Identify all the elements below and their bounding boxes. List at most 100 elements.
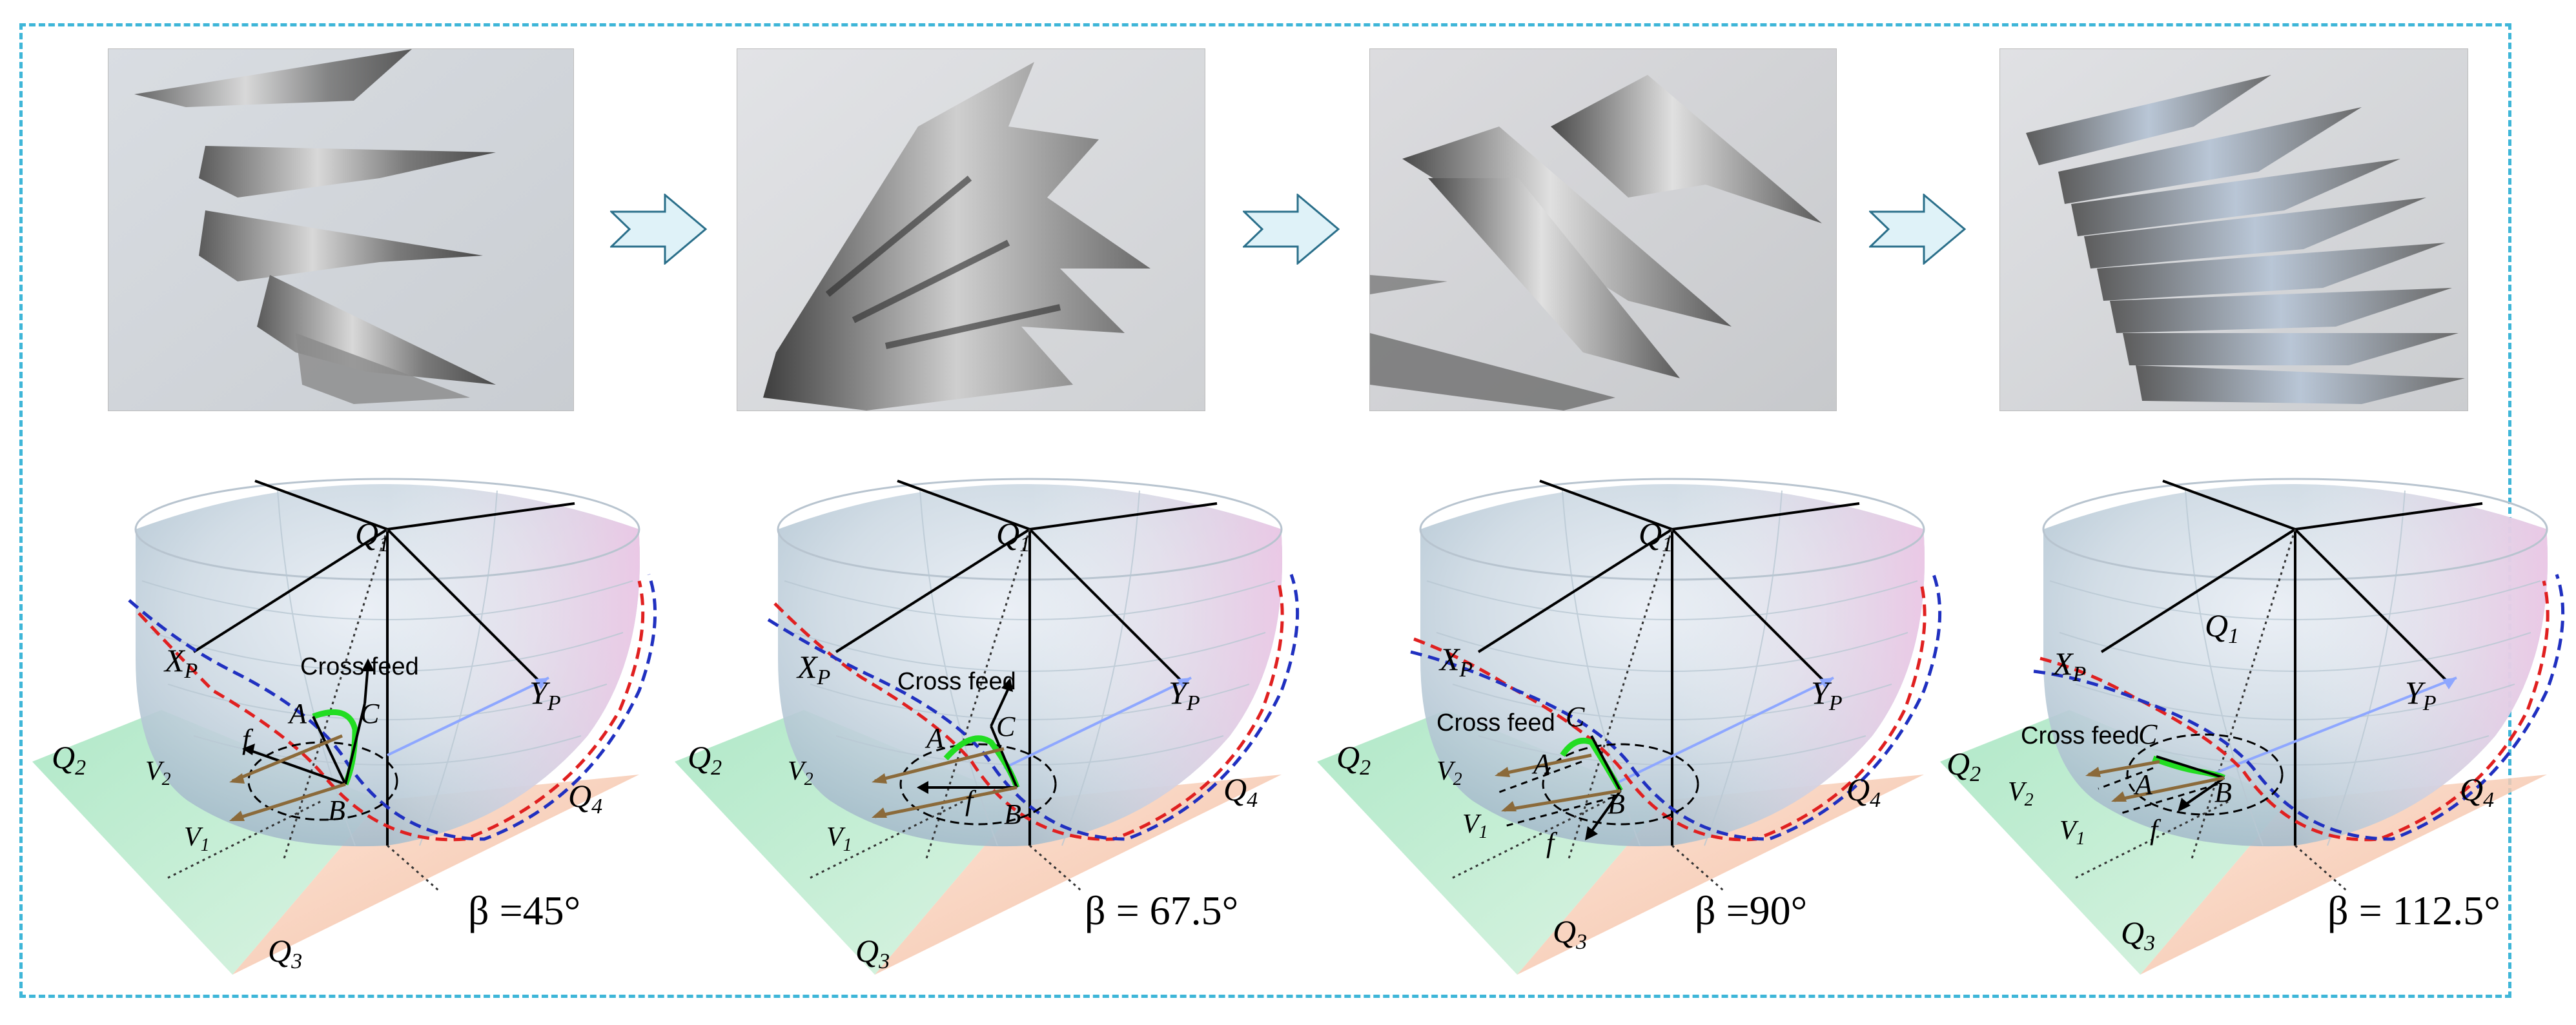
- arrowhead-icon: [242, 744, 255, 755]
- q4-label: Q4: [1846, 771, 1881, 812]
- q1-label: Q1: [1639, 516, 1673, 556]
- v2-label: V2: [788, 756, 813, 789]
- q4-label: Q4: [2460, 771, 2494, 812]
- arrowhead-icon: [535, 678, 549, 689]
- dashed-guide-lines: [1497, 760, 1615, 827]
- q2-label: Q2: [688, 739, 722, 780]
- q3-label: Q3: [268, 933, 302, 973]
- velocity-arrows: [1497, 753, 1621, 812]
- chip-photo-1: [108, 49, 573, 411]
- arrowhead-icon: [2178, 798, 2191, 812]
- plane-q4-region: [875, 775, 1282, 975]
- chip-photo-3: [1370, 49, 1836, 411]
- q1-label: Q1: [355, 516, 389, 556]
- yp-label: YP: [2405, 675, 2437, 715]
- blue-boundary-curve: [1410, 574, 1942, 841]
- q4-label: Q4: [568, 778, 602, 818]
- dotted-axis: [2075, 799, 2231, 879]
- velocity-arrows: [232, 734, 346, 822]
- xp-label: XP: [1438, 641, 1473, 682]
- beta-angle-label: β = 67.5°: [1085, 888, 1238, 933]
- arrowhead-icon: [1495, 767, 1510, 777]
- cross-feed-label: Cross feed: [2021, 722, 2140, 749]
- dotted-axis: [1671, 844, 1724, 892]
- q3-label: Q3: [1553, 913, 1587, 954]
- dotted-axis: [1029, 844, 1082, 892]
- diagram-panel-2: Q1 XP YP Cross feed A C B f V2 V1 Q2 Q4 …: [662, 465, 1301, 981]
- chip-photo-2: [737, 49, 1205, 411]
- plane-q4-region: [1517, 775, 1924, 975]
- velocity-arrows: [2088, 760, 2225, 802]
- green-chip-curve: [312, 709, 358, 786]
- dotted-axis: [167, 799, 323, 879]
- arrowhead-icon: [917, 781, 928, 794]
- arrowhead-icon: [1585, 826, 1598, 840]
- point-c-label: C: [360, 698, 380, 729]
- beta-angle-label: β =90°: [1695, 888, 1807, 933]
- dashed-frame: [19, 23, 2511, 998]
- v2-label: V2: [1436, 756, 1462, 789]
- blue-boundary-curve: [767, 574, 1300, 841]
- yp-vector: [2211, 676, 2457, 776]
- q2-label: Q2: [1336, 739, 1371, 780]
- arrowhead-icon: [2442, 678, 2457, 689]
- right-block-arrow-icon: [1243, 194, 1340, 265]
- dotted-axis: [2295, 844, 2347, 892]
- arrowhead-icon: [2085, 767, 2101, 777]
- q4-label: Q4: [1223, 771, 1258, 812]
- q3-label: Q3: [2121, 915, 2155, 955]
- cross-feed-label: Cross feed: [300, 653, 419, 680]
- xp-label: XP: [796, 649, 830, 689]
- dashed-ellipse: [1542, 743, 1699, 826]
- right-block-arrow-icon: [610, 194, 707, 265]
- velocity-arrows: [874, 747, 1017, 818]
- dashed-guide-lines: [2098, 767, 2218, 815]
- blue-boundary-curve: [128, 574, 657, 841]
- yp-vector: [387, 676, 549, 756]
- q2-label: Q2: [52, 739, 86, 780]
- axis-lines: [2100, 480, 2483, 846]
- blue-boundary-curve: [2033, 574, 2565, 841]
- arrowhead-icon: [2111, 791, 2127, 802]
- point-c-label: C: [996, 711, 1016, 742]
- cutting-arrows: [245, 664, 369, 786]
- yp-label: YP: [529, 675, 561, 715]
- arrowhead-icon: [1501, 801, 1517, 811]
- cutting-arrows: [920, 684, 1018, 789]
- point-b-label: B: [1004, 798, 1021, 830]
- point-a-label: A: [925, 722, 945, 754]
- xp-label: XP: [163, 642, 198, 683]
- cross-feed-label: Cross feed: [897, 668, 1016, 695]
- point-a-label: A: [1531, 748, 1551, 780]
- dashed-ellipse: [2126, 733, 2284, 816]
- xp-label: XP: [2052, 645, 2086, 686]
- q1-label: Q1: [2205, 607, 2239, 648]
- arrowhead-icon: [1177, 678, 1191, 689]
- chip-photo-4: [2000, 49, 2468, 411]
- cross-feed-label: Cross feed: [1436, 709, 1555, 736]
- cutting-arrows: [2156, 755, 2225, 808]
- plane-q4-region: [2140, 775, 2547, 975]
- yp-label: YP: [1169, 675, 1200, 715]
- red-boundary-curve: [1413, 580, 1927, 842]
- point-c-label: C: [2138, 718, 2158, 750]
- plane-q4-region: [232, 775, 639, 975]
- yp-label: YP: [1811, 675, 1843, 715]
- right-block-arrow-icon: [1869, 194, 1966, 265]
- diagram-panel-3: Q1 XP YP Cross feed A C B f V2 V1 Q2 Q4 …: [1304, 465, 1943, 981]
- red-boundary-curve: [2039, 580, 2550, 842]
- point-c-label: C: [1566, 701, 1585, 733]
- q3-label: Q3: [855, 933, 890, 973]
- arrowhead-icon: [1819, 678, 1834, 689]
- beta-angle-label: β =45°: [468, 888, 580, 933]
- point-b-label: B: [328, 795, 345, 826]
- dotted-axis: [810, 799, 966, 879]
- point-a-label: A: [2133, 769, 2153, 800]
- point-b-label: B: [1608, 788, 1625, 820]
- beta-angle-label: β = 112.5°: [2327, 888, 2500, 933]
- point-b-label: B: [2214, 776, 2232, 808]
- v2-label: V2: [145, 756, 171, 789]
- arrowhead-icon: [1001, 678, 1013, 692]
- dotted-axis: [1452, 799, 1608, 879]
